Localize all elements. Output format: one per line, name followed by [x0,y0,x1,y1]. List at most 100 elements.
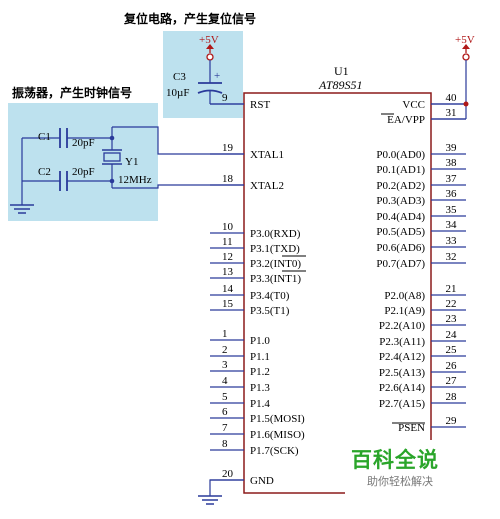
pin-label: P1.2 [250,366,270,378]
pin-number: 40 [446,92,458,104]
pin-label: P2.5(A13) [379,367,425,379]
c1-label: C1 [38,131,51,143]
pin-number: 15 [222,298,234,310]
pin-label: P1.0 [250,335,270,347]
pin-number: 20 [222,468,234,480]
oscillator-box [8,103,158,221]
pin-label: P3.2(INT0) [250,258,301,270]
pin-number: 29 [446,415,458,427]
watermark-subtitle: 助你轻松解决 [367,475,433,488]
pin-number: 21 [446,283,457,295]
pin-number: 36 [446,188,458,200]
xtal2-wire [112,184,244,189]
vcc-label-left: +5V [199,34,219,46]
c3-value: 10µF [166,87,189,99]
pin-number: 23 [446,313,458,325]
pin-label: P1.7(SCK) [250,445,299,457]
left-pin: 4P1.3 [210,375,270,394]
watermark-title: 百科全说 [351,448,439,472]
pin-label: P3.1(TXD) [250,243,300,255]
pin-label: P1.4 [250,398,270,410]
pin-number: 39 [446,142,458,154]
pin-number: 37 [446,173,458,185]
pin-number: 33 [446,235,458,247]
pin-number: 9 [222,92,228,104]
reset-caption: 复位电路，产生复位信号 [123,11,256,26]
left-pin-group: 9RST19XTAL118XTAL210P3.0(RXD)11P3.1(TXD)… [210,92,305,487]
pin-label: XTAL1 [250,149,284,161]
pin-label: P1.5(MOSI) [250,413,305,425]
vcc-node-right [462,53,470,61]
vcc-node-left [206,53,214,61]
left-pin: 8P1.7(SCK) [210,438,299,457]
pin-label: P3.4(T0) [250,290,290,302]
vcc-arrow-right-head [462,44,470,49]
chip-gnd-wire [209,479,244,496]
y1-junction-bottom [109,178,115,184]
pin-label: P0.1(AD1) [376,164,425,176]
pin-number: 27 [446,375,458,387]
pin-number: 3 [222,359,228,371]
pin-label: P1.3 [250,382,270,394]
pin-number: 31 [446,107,457,119]
chip-ref: U1 [334,64,349,78]
left-pin: 5P1.4 [210,391,270,410]
pin-label: P2.2(A10) [379,320,425,332]
xtal1-wire [112,126,244,155]
pin-number: 26 [446,360,458,372]
pin-number: 35 [446,204,458,216]
y1-value: 12MHz [118,174,152,186]
c3-plate-bottom [197,89,223,94]
left-pin: 1P1.0 [210,328,270,347]
pin-number: 12 [222,251,233,263]
pin-label: RST [250,99,270,111]
pin-number: 5 [222,391,228,403]
left-pin: 2P1.1 [210,344,270,363]
pin-number: 28 [446,391,458,403]
pin-label: P3.3(INT1) [250,273,301,285]
pin-label: PSEN [398,422,425,434]
pin-number: 22 [446,298,457,310]
pin-number: 4 [222,375,228,387]
watermark-badge: 百科全说 助你轻松解决 [345,440,467,500]
left-pin: 6P1.5(MOSI) [210,406,305,425]
pin-label: P0.6(AD6) [376,242,425,254]
pin-label: P2.3(A11) [379,336,425,348]
pin-label: P1.6(MISO) [250,429,305,441]
pin-number: 7 [222,422,228,434]
pin-label: P2.4(A12) [379,351,425,363]
pin-number: 34 [446,219,458,231]
pin-label: P2.1(A9) [384,305,425,317]
pin-label: P1.1 [250,351,270,363]
pin-label: P0.3(AD3) [376,195,425,207]
c3-plus: + [214,70,220,82]
pin-label: P0.4(AD4) [376,211,425,223]
c2-value: 20pF [72,166,95,178]
pin-number: 38 [446,157,458,169]
left-pin: 7P1.6(MISO) [210,422,305,441]
chip-part: AT89S51 [318,78,363,92]
oscillator-caption: 振荡器，产生时钟信号 [12,85,132,100]
pin-number: 25 [446,344,458,356]
pin-label: P2.7(A15) [379,398,425,410]
pin-number: 32 [446,251,457,263]
pin-number: 6 [222,406,228,418]
pin-number: 19 [222,142,234,154]
